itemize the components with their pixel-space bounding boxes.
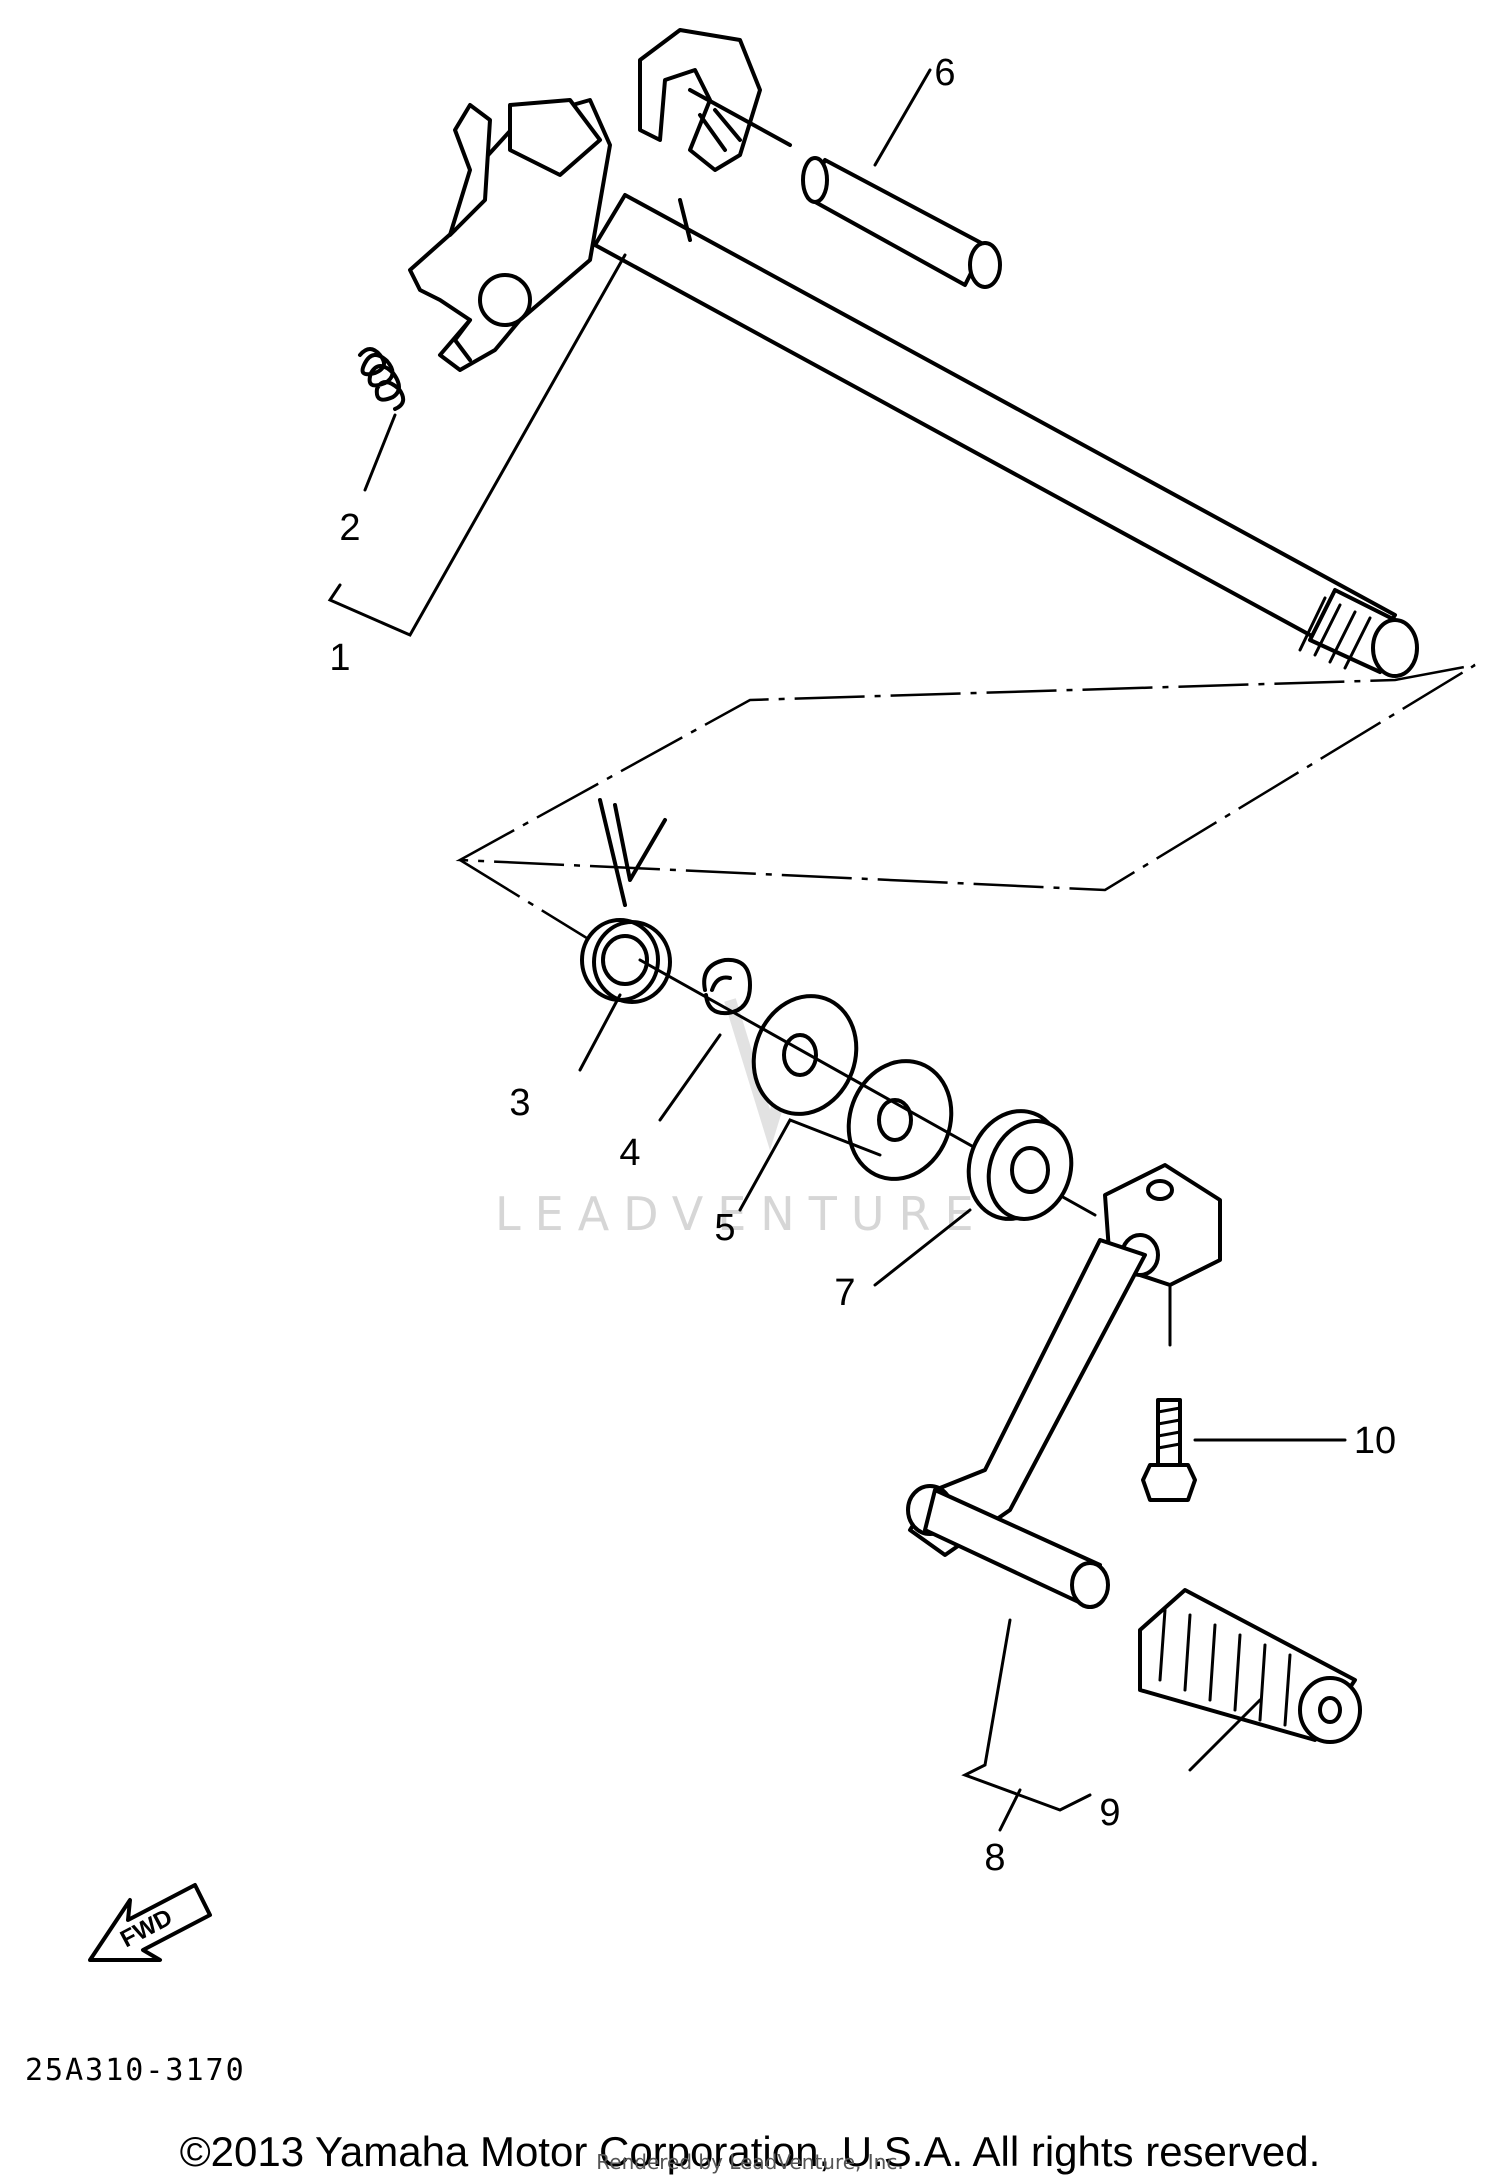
pedal-rubber bbox=[1138, 1588, 1362, 1744]
callouts: 1 2 3 4 5 6 7 8 9 10 bbox=[329, 52, 1396, 1879]
reference-lines bbox=[455, 663, 1476, 942]
callout-2: 2 bbox=[339, 507, 360, 549]
small-spring bbox=[358, 347, 406, 411]
circlip bbox=[702, 957, 752, 1016]
callout-4: 4 bbox=[619, 1132, 640, 1174]
leader-lines-lower bbox=[578, 993, 1347, 1832]
callout-9: 9 bbox=[1099, 1792, 1120, 1834]
fwd-arrow-icon: FWD bbox=[88, 1883, 212, 1962]
callout-10: 10 bbox=[1354, 1420, 1396, 1462]
drawing-code: 25A310-3170 bbox=[25, 2053, 246, 2088]
callout-8: 8 bbox=[984, 1837, 1005, 1879]
callout-7: 7 bbox=[834, 1272, 855, 1314]
washers bbox=[751, 994, 954, 1181]
shift-pedal bbox=[906, 1163, 1222, 1609]
callout-5: 5 bbox=[714, 1207, 735, 1249]
leader-lines-upper bbox=[327, 68, 932, 637]
callout-1: 1 bbox=[329, 637, 350, 679]
bolt bbox=[1141, 1283, 1197, 1502]
callout-3: 3 bbox=[509, 1082, 530, 1124]
watermark-text: LEADVENTURE bbox=[495, 1187, 988, 1241]
pin bbox=[801, 156, 1002, 289]
copyright-notice: ©2013 Yamaha Motor Corporation, U.S.A. A… bbox=[179, 2128, 1321, 2175]
callout-6: 6 bbox=[934, 52, 955, 94]
torsion-spring bbox=[580, 798, 672, 1004]
oil-seal bbox=[966, 1109, 1074, 1221]
rendered-by-notice: Rendered by LeadVenture, Inc. bbox=[596, 2150, 904, 2174]
shift-shaft-assembly bbox=[408, 28, 1419, 678]
